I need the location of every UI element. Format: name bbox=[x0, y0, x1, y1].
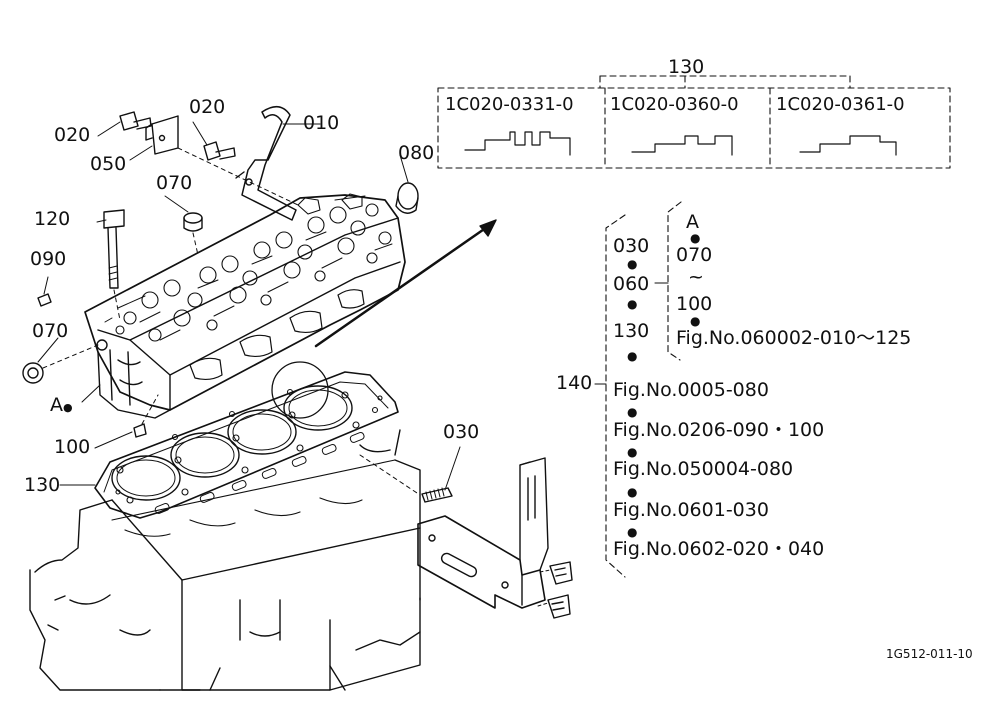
kit-reference-4: Fig.No.0601-030 bbox=[613, 499, 769, 521]
plug-100 bbox=[133, 394, 159, 438]
callout-020-left: 020 bbox=[54, 124, 91, 146]
kit-inner-item-2: 060 bbox=[613, 273, 650, 295]
kit-reference-2: Fig.No.0206-090・100 bbox=[613, 419, 825, 441]
drawing-id: 1G512-011-10 bbox=[886, 647, 973, 661]
callout-090: 090 bbox=[30, 248, 67, 270]
callout-070-top: 070 bbox=[156, 172, 193, 194]
callout-010: 010 bbox=[303, 112, 340, 134]
stud-030 bbox=[359, 454, 453, 503]
separator-dot-icon: ● bbox=[627, 525, 638, 539]
lifting-bracket bbox=[417, 457, 549, 609]
separator-dot-icon: ● bbox=[690, 231, 701, 245]
leader-lines bbox=[37, 121, 461, 491]
head-gasket bbox=[94, 371, 399, 519]
bracket-bolt-lower bbox=[537, 594, 571, 619]
variant-part-number-1: 1C020-0331-0 bbox=[445, 94, 574, 115]
hanger-bracket-010 bbox=[235, 106, 297, 221]
subgroup-first: 070 bbox=[676, 244, 713, 266]
point-a-marker-icon: ● bbox=[63, 401, 73, 414]
cap-070-top bbox=[183, 212, 203, 256]
separator-dot-icon: ● bbox=[627, 297, 638, 311]
callout-120: 120 bbox=[34, 208, 71, 230]
bolt-020-left bbox=[119, 111, 152, 131]
kit-inner-item-3: 130 bbox=[613, 320, 650, 342]
nut-070-left bbox=[22, 344, 99, 384]
callout-080: 080 bbox=[398, 142, 435, 164]
callout-050: 050 bbox=[90, 153, 127, 175]
separator-dot-icon: ● bbox=[627, 485, 638, 499]
variant-group-number: 130 bbox=[668, 56, 705, 78]
kit-number-140: 140 bbox=[556, 372, 593, 394]
callout-100: 100 bbox=[54, 436, 91, 458]
subgroup-tilde: ~ bbox=[688, 266, 704, 288]
variant-part-number-3: 1C020-0361-0 bbox=[776, 94, 905, 115]
separator-dot-icon: ● bbox=[627, 405, 638, 419]
pin-090 bbox=[37, 293, 52, 307]
subgroup-reference: Fig.No.060002-010～125 bbox=[676, 327, 912, 349]
kit-reference-1: Fig.No.0005-080 bbox=[613, 379, 769, 401]
subgroup-start: A bbox=[686, 211, 699, 233]
separator-dot-icon: ● bbox=[627, 257, 638, 271]
bracket-bolt-upper bbox=[539, 561, 573, 585]
variant-part-number-2: 1C020-0360-0 bbox=[610, 94, 739, 115]
bolt-020-right bbox=[203, 141, 236, 161]
engine-block bbox=[29, 429, 421, 691]
callout-070-left: 070 bbox=[32, 320, 69, 342]
callout-130: 130 bbox=[24, 474, 61, 496]
callout-020-right: 020 bbox=[189, 96, 226, 118]
gasket-detail-circle bbox=[271, 219, 497, 419]
variant-box bbox=[437, 75, 951, 169]
point-a-label: A● bbox=[50, 396, 73, 415]
callout-030: 030 bbox=[443, 421, 480, 443]
cylinder-head bbox=[84, 193, 406, 419]
kit-brackets bbox=[594, 201, 682, 578]
kit-reference-3: Fig.No.050004-080 bbox=[613, 458, 794, 480]
head-bolt-120 bbox=[103, 209, 125, 321]
separator-dot-icon: ● bbox=[627, 445, 638, 459]
separator-dot-icon: ● bbox=[690, 314, 701, 328]
kit-inner-item-1: 030 bbox=[613, 235, 650, 257]
subgroup-last: 100 bbox=[676, 293, 713, 315]
kit-reference-5: Fig.No.0602-020・040 bbox=[613, 538, 825, 560]
plug-080 bbox=[395, 182, 419, 214]
separator-dot-icon: ● bbox=[627, 349, 638, 363]
point-a-letter: A bbox=[50, 394, 63, 416]
